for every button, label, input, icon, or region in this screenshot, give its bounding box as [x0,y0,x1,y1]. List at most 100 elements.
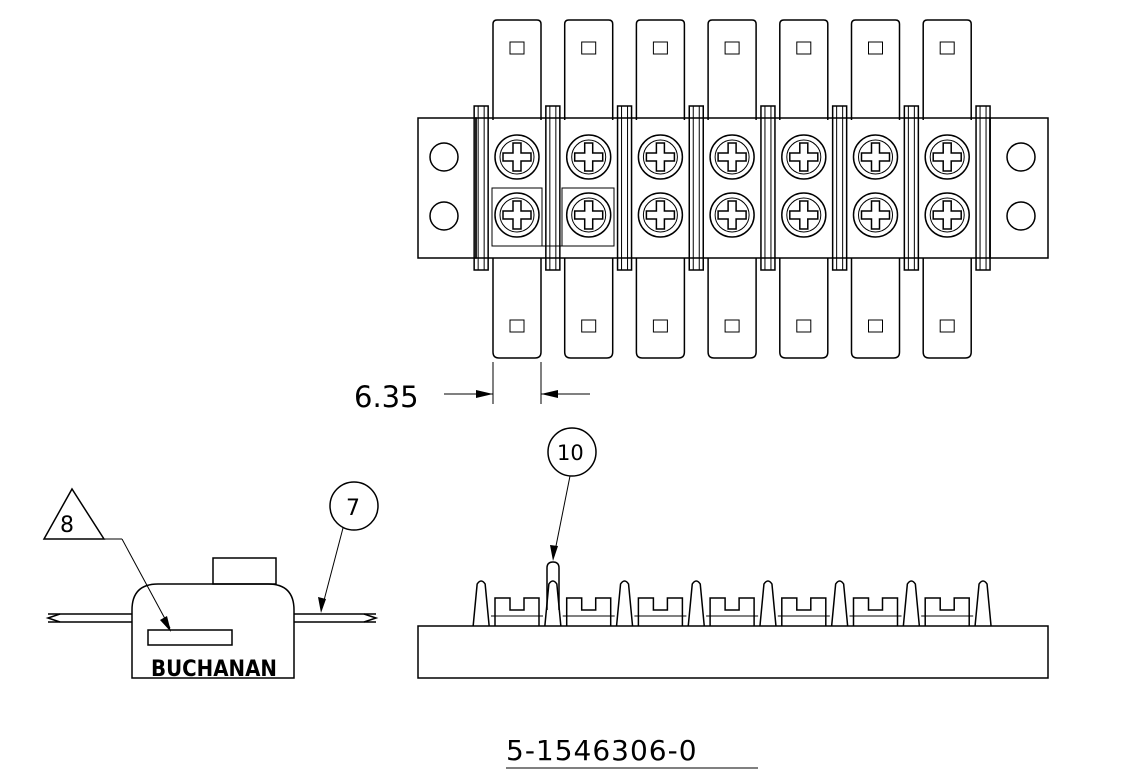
tab-upper-slot-1 [509,41,525,55]
front-barriers [472,580,992,627]
screw-7-2 [924,192,970,238]
tab-lower-3 [635,258,686,359]
barriers [473,105,991,271]
front-barrier-5 [759,580,777,627]
screw-cross-6-2 [860,200,891,230]
tab-upper-slot-5 [796,41,812,55]
front-screw-heads [491,597,974,626]
screw-cross-2-1 [573,142,604,172]
front-screw-7 [924,597,970,626]
tab-lower-2 [563,258,614,359]
tab-upper-slot-2 [581,41,597,55]
screw-cross-2-2 [573,200,604,230]
screw-cross-1-2 [502,200,532,230]
dimension-arrow-left [476,390,493,398]
part-number: 5-1546306-0 [506,734,758,769]
tab-lower-slot-1 [509,319,525,333]
label-window [147,629,233,646]
dimension-label: 6.35 [354,380,419,414]
screw-cross-4-1 [717,142,747,172]
screw-cross-3-1 [645,142,676,172]
screw-5-1 [781,134,827,180]
brand-text: BUCHANAN [151,657,277,682]
tab-upper-slot-6 [868,41,883,55]
dimension-arrow-right [541,390,558,398]
screw-head-4-2 [714,197,750,233]
marker-plate-2 [561,187,615,247]
callout-circle-7 [329,481,379,531]
screw-3-2 [637,192,684,238]
screw-head-2-1 [571,139,607,175]
right-mounting-bracket [989,117,1049,259]
front-screw-5 [781,597,827,626]
tab-lower-slot-7 [939,319,955,333]
marker-plate-1 [491,187,543,247]
barrier-2 [545,105,561,271]
screw-cross-7-1 [932,142,962,172]
screw-2-2 [565,192,612,238]
front-barrier-6 [830,580,849,627]
screw-cross-5-1 [789,142,819,172]
left-mounting-hole-upper [429,142,459,172]
right-mounting-hole-lower [1006,201,1036,231]
tab-upper-7 [922,19,972,120]
tab-upper-3 [635,19,686,120]
tab-upper-2 [563,19,614,120]
tab-lower-slot-6 [868,319,883,333]
screw-6-1 [852,134,899,180]
tab-lower-slot-4 [724,319,740,333]
screw-head-3-1 [642,139,678,175]
barrier-4 [688,105,704,271]
barrier-5 [760,105,776,271]
front-screw-1 [494,597,540,626]
clip-item-10 [546,561,560,610]
screw-3-1 [637,134,684,180]
screw-cross-5-2 [789,200,819,230]
screw-4-2 [709,192,755,238]
screw-head-7-2 [929,197,965,233]
barrier-6 [831,105,848,271]
right-mounting-hole-upper [1006,142,1036,172]
tab-lower-7 [922,258,972,359]
barrier-1 [473,105,489,271]
screw-7-1 [924,134,970,180]
tab-lower-6 [850,258,901,359]
dimension-6-35: 6.35 [354,362,590,414]
screw-head-2-2 [571,197,607,233]
callout-label-8: 8 [60,513,74,538]
screw-head-6-1 [858,139,893,175]
tab-upper-slot-7 [939,41,955,55]
left-mounting-hole-lower [429,201,459,231]
quick-connect-tabs [492,19,972,359]
callout-leader-7 [321,527,344,609]
screw-head-1-2 [499,197,535,233]
callout-leader-10 [553,475,571,557]
top-nub [212,557,277,585]
callout-circle-10 [547,427,597,477]
tab-upper-5 [779,19,829,120]
screw-cross-3-2 [645,200,676,230]
front-screw-6 [852,597,899,626]
callout-7: 7 [318,481,379,613]
top-view [417,19,1049,359]
screw-2-1 [565,134,612,180]
screw-head-5-1 [786,139,822,175]
callout-arrow-8 [160,616,171,632]
tab-lower-slot-2 [581,319,597,333]
front-view [417,561,1049,679]
screw-head-4-1 [714,139,750,175]
tab-lower-4 [707,258,757,359]
tab-upper-slot-3 [652,41,668,55]
lead-right-tip [363,613,379,623]
screw-5-2 [781,192,827,238]
tab-lower-1 [492,258,542,359]
side-view-branded: BUCHANAN [45,557,379,682]
callout-label-7: 7 [346,496,360,521]
front-base [417,625,1049,679]
screw-cross-1-1 [502,142,532,172]
front-barrier-4 [687,580,705,627]
screw-head-1-1 [499,139,535,175]
terminal-screws [494,134,970,238]
tab-upper-6 [850,19,901,120]
